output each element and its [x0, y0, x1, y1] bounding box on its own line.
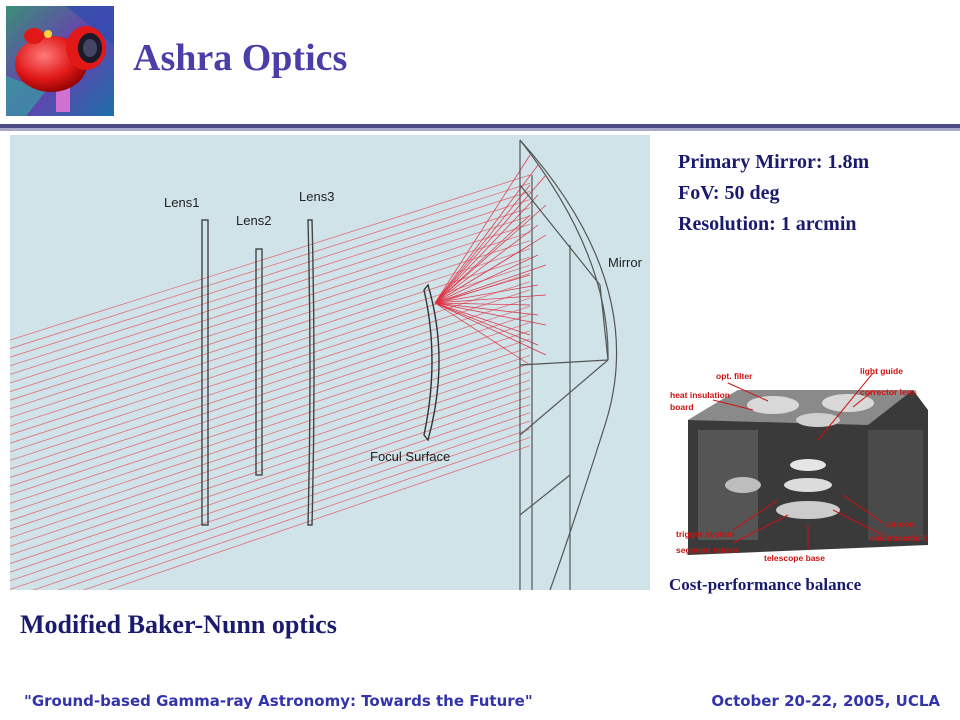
incident-ray [10, 248, 531, 418]
incident-ray [10, 387, 531, 564]
focus-ray [434, 244, 531, 304]
box-label-telescope-base: telescope base [764, 553, 825, 563]
incident-ray [10, 232, 531, 401]
lens2-element [255, 248, 263, 476]
focus-ray [434, 254, 539, 304]
ashra-logo [6, 6, 114, 116]
box-label-light-guide: light guide [860, 366, 903, 376]
focus-ray [434, 302, 539, 316]
focus-ray [434, 294, 547, 304]
incident-ray [10, 379, 531, 556]
incident-ray [10, 371, 531, 547]
focus-ray [434, 302, 531, 336]
focus-ray [434, 264, 547, 304]
incident-ray [10, 240, 531, 410]
box-label-air-con: air-con. [886, 519, 917, 529]
incident-ray [10, 330, 531, 504]
telescope-box-photo: opt. filter light guide corrector lens h… [668, 365, 936, 566]
incident-ray [10, 199, 531, 367]
incident-ray [10, 207, 531, 375]
mirror-label: Mirror [608, 255, 643, 270]
footer: "Ground-based Gamma-ray Astronomy: Towar… [0, 690, 960, 720]
focal-surface-label: Focul Surface [370, 449, 450, 464]
incident-ray [10, 314, 531, 487]
focus-ray [434, 302, 547, 356]
box-label-electrostatic: electrostatic II [870, 533, 927, 543]
focus-ray [434, 194, 539, 304]
spec-primary-mirror: Primary Mirror: 1.8m [678, 151, 870, 173]
incident-ray [107, 445, 531, 590]
incident-ray [32, 420, 531, 590]
box-label-board: board [670, 402, 694, 412]
focus-ray [434, 274, 531, 304]
mirror-structure [519, 139, 618, 590]
focus-ray [434, 302, 531, 366]
lens3-element [307, 219, 315, 526]
title-divider [0, 124, 960, 128]
baker-nunn-caption: Modified Baker-Nunn optics [20, 610, 337, 639]
focus-ray [434, 174, 547, 304]
cost-performance-caption: Cost-performance balance [669, 575, 862, 594]
incident-ray [10, 305, 531, 478]
focus-ray [434, 164, 539, 304]
box-label-opt-filter: opt. filter [716, 371, 753, 381]
incident-ray [10, 281, 531, 453]
incident-ray [10, 191, 531, 358]
incident-ray [10, 355, 531, 530]
box-label-heat-insulation: heat insulation [670, 390, 730, 400]
specs-list: Primary Mirror: 1.8m FoV: 50 deg Resolut… [678, 147, 869, 240]
focus-ray [434, 184, 531, 304]
focus-ray [434, 224, 539, 304]
incident-ray [10, 223, 531, 392]
incident-ray [10, 338, 531, 513]
focus-ray [434, 204, 547, 304]
incident-ray [10, 322, 531, 496]
focus-ray [434, 302, 547, 326]
focus-ray [434, 302, 539, 346]
focus-ray [434, 284, 539, 304]
focus-ray [434, 302, 531, 306]
box-label-segment-mirror: segment mirror [676, 545, 739, 555]
optics-diagram: Lens1 Lens2 Lens3 Mirror Focul Surface [10, 135, 650, 590]
box-label-trigger-system: trigger system [676, 529, 735, 539]
incident-rays [10, 174, 531, 590]
incident-ray [10, 256, 531, 427]
incident-ray [10, 363, 531, 539]
incident-ray [10, 289, 531, 461]
lens2-label: Lens2 [236, 213, 271, 228]
incident-ray [10, 174, 531, 341]
spec-fov: FoV: 50 deg [678, 182, 780, 204]
incident-ray [10, 346, 531, 521]
focusing-rays [434, 154, 547, 366]
focus-ray [434, 214, 531, 304]
incident-ray [10, 182, 531, 349]
incident-ray [10, 396, 531, 573]
incident-ray [10, 412, 531, 590]
title-divider-shadow [0, 128, 960, 131]
incident-ray [57, 428, 531, 590]
focal-surface-element [423, 283, 440, 442]
lens1-element [201, 219, 209, 526]
box-label-corrector-lens: corrector lens [860, 387, 917, 397]
footer-conference-title: "Ground-based Gamma-ray Astronomy: Towar… [24, 692, 533, 710]
footer-date-location: October 20-22, 2005, UCLA [711, 692, 940, 710]
spec-resolution: Resolution: 1 arcmin [678, 213, 857, 235]
slide-title: Ashra Optics [133, 37, 348, 79]
incident-ray [82, 437, 531, 590]
focus-ray [434, 154, 531, 304]
incident-ray [10, 404, 531, 582]
incident-ray [10, 215, 531, 384]
lens1-label: Lens1 [164, 195, 199, 210]
incident-ray [10, 297, 531, 470]
lens3-label: Lens3 [299, 189, 334, 204]
